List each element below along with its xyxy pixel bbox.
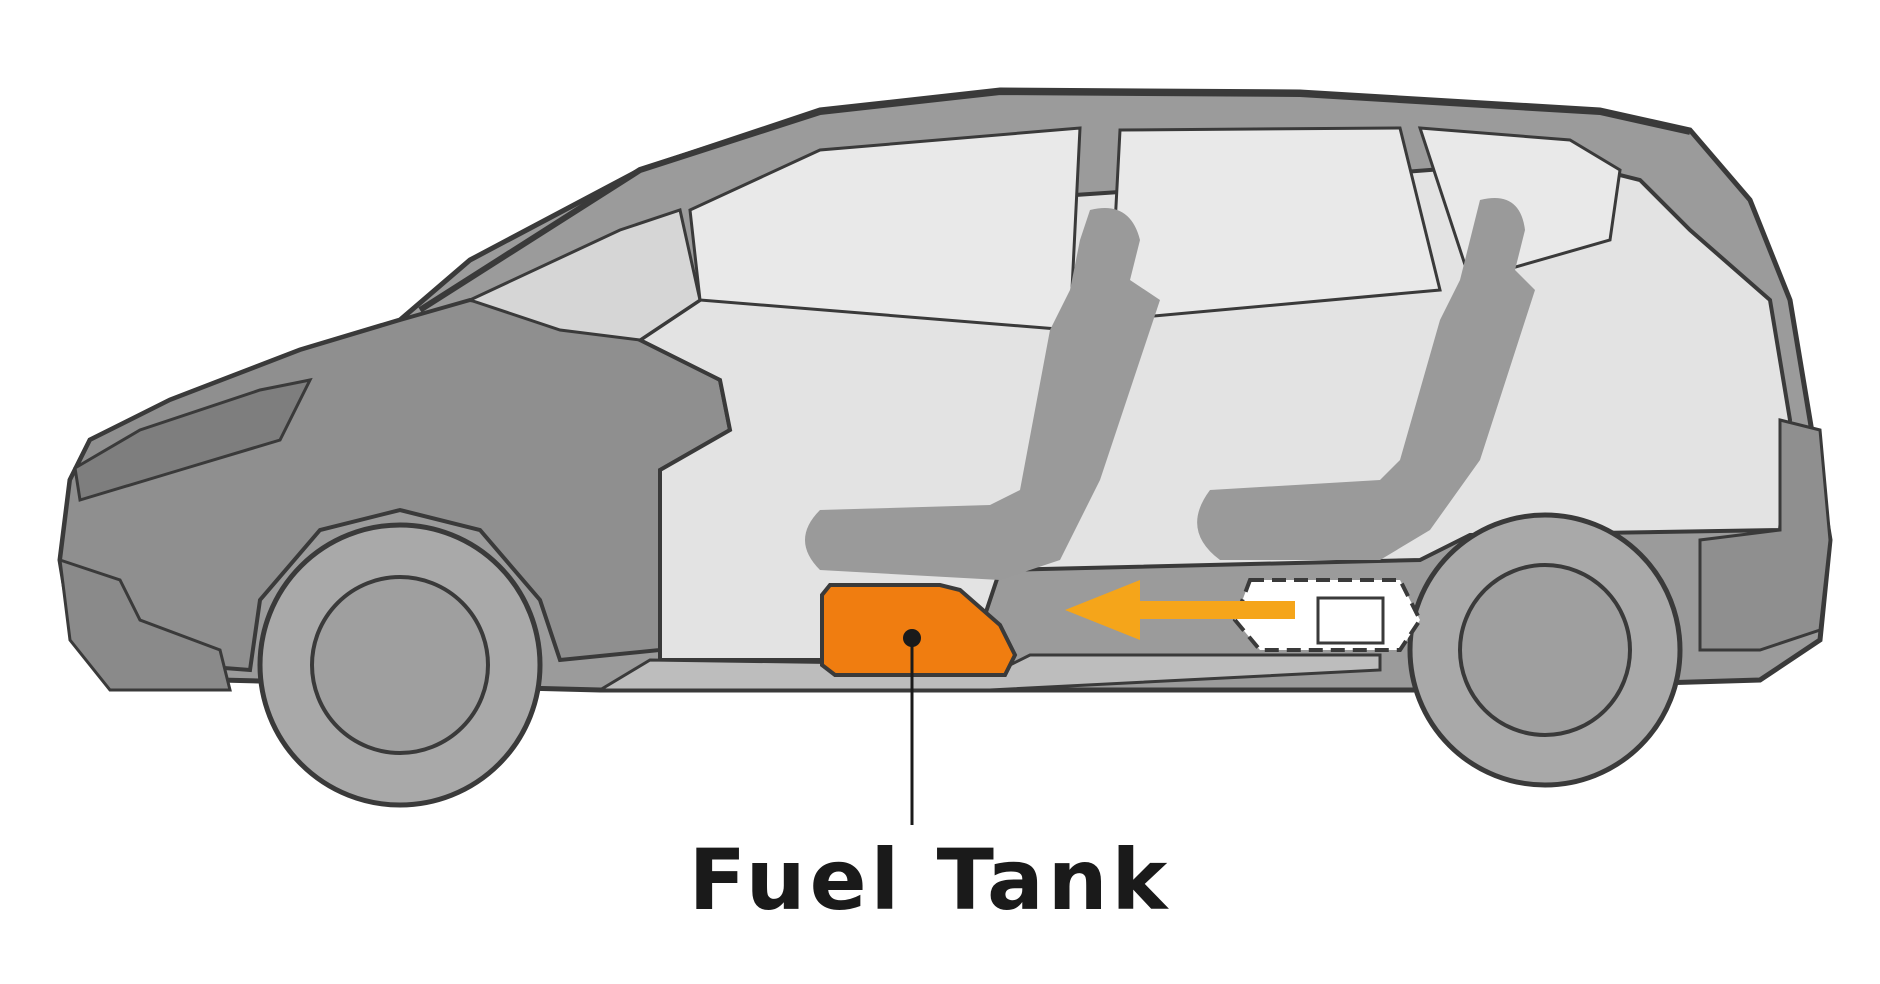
headlight: [73, 377, 313, 502]
front-wheel-rim: [310, 575, 490, 755]
rear-seat: [1197, 198, 1535, 560]
fuel-tank: [820, 583, 1018, 677]
front-bumper: [58, 557, 232, 692]
rear-tail: [1698, 418, 1832, 652]
rear-side-window: [1108, 126, 1442, 322]
front-seat: [805, 208, 1160, 580]
relocation-arrow-head: [1065, 580, 1140, 640]
rear-wheel-rim: [1458, 563, 1632, 737]
callout-dot: [903, 629, 921, 647]
front-side-window: [688, 126, 1082, 332]
previous-tank-inner: [1316, 596, 1385, 645]
fuel-tank-label: Fuel Tank: [688, 831, 1172, 929]
roof-line: [418, 88, 1691, 313]
